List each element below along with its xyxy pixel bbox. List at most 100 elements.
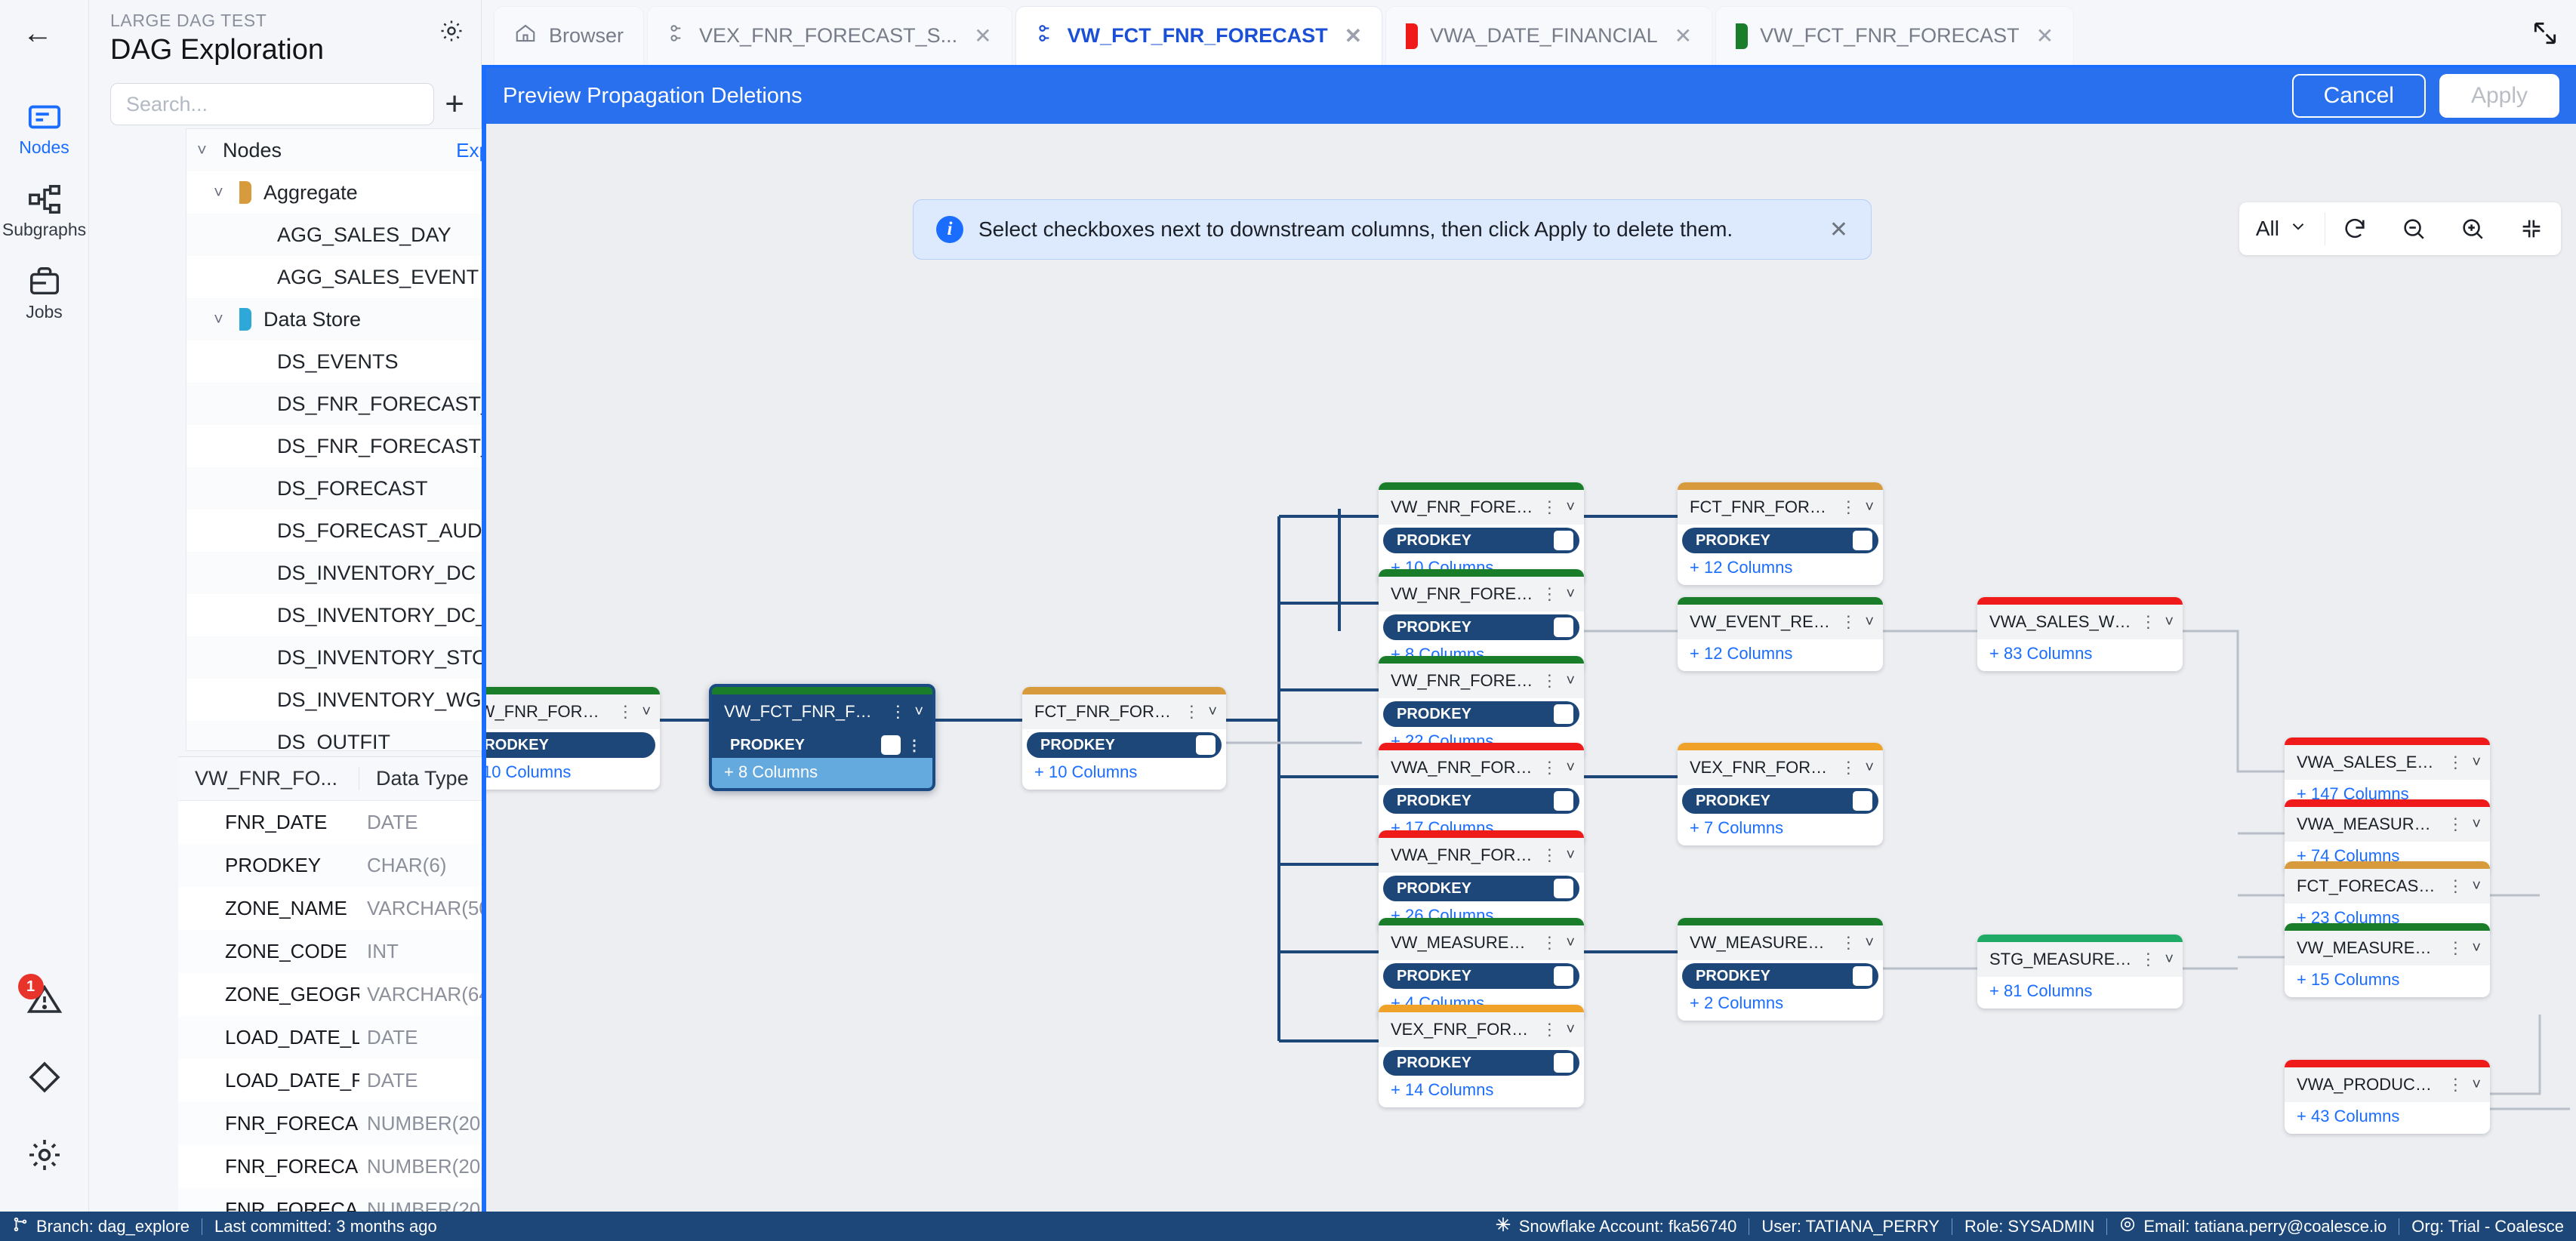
back-arrow-icon[interactable]: ← [23, 17, 53, 50]
node-more-columns[interactable]: + 10 Columns [486, 762, 572, 781]
column-checkbox[interactable] [1853, 531, 1872, 550]
tab-browser[interactable]: Browser [494, 6, 645, 65]
apply-button[interactable]: Apply [2439, 74, 2559, 118]
node-menu-icon[interactable]: ⋮ [1541, 497, 1559, 516]
close-icon[interactable]: ✕ [1674, 24, 1693, 48]
dag-node[interactable]: VW_MEASURES_BASE_...⋮˅PRODKEY+ 4 Columns [1379, 918, 1584, 1021]
node-header[interactable]: VW_FNR_FORECAST_S...⋮˅ [1379, 664, 1584, 698]
tab-vex-fnr-forecast-s[interactable]: VEX_FNR_FORECAST_S... ✕ [647, 6, 1012, 65]
column-menu-icon[interactable]: ⋮ [907, 737, 922, 754]
node-column-row[interactable]: PRODKEY [1682, 963, 1878, 989]
table-row[interactable]: LOAD_DATE_FIRSDATE [178, 1059, 571, 1102]
tree-group-aggregate[interactable]: ˅ Aggregate [186, 171, 562, 214]
node-menu-icon[interactable]: ⋮ [2447, 1075, 2465, 1094]
node-header[interactable]: VWA_FNR_FORECAST_...⋮˅ [1379, 750, 1584, 785]
table-row[interactable]: ZONE_GEOGRAPHVARCHAR(64) [178, 973, 571, 1016]
node-header[interactable]: STG_MEASURES_CURR...⋮˅ [1977, 942, 2183, 977]
zoom-out-button[interactable] [2384, 202, 2443, 255]
node-more-columns[interactable]: + 15 Columns [2297, 970, 2400, 989]
column-checkbox[interactable] [1196, 735, 1216, 755]
node-more-columns[interactable]: + 43 Columns [2297, 1107, 2400, 1126]
rail-item-nodes[interactable]: Nodes [0, 83, 89, 165]
close-icon[interactable]: ✕ [2035, 24, 2054, 48]
column-checkbox[interactable] [1853, 966, 1872, 986]
node-more-columns[interactable]: + 10 Columns [1034, 762, 1138, 781]
node-column-row[interactable]: PRODKEY [1383, 614, 1579, 640]
node-header[interactable]: VWA_MEASURES_CURR...⋮˅ [2285, 807, 2490, 842]
node-column-row[interactable]: PRODKEY [1383, 528, 1579, 553]
node-menu-icon[interactable]: ⋮ [1541, 584, 1559, 603]
chevron-down-icon[interactable]: ˅ [2472, 877, 2481, 895]
chevron-down-icon[interactable]: ˅ [1566, 934, 1575, 951]
dag-node[interactable]: VEX_FNR_FORECAST⋮˅ PRODKEY + 14 Columns [1379, 1005, 1584, 1107]
chevron-down-icon[interactable]: ˅ [1865, 613, 1874, 630]
node-header[interactable]: VEX_FNR_FORECAST⋮˅ [1379, 1012, 1584, 1047]
node-header[interactable]: VWA_SALES_EVENT⋮˅ [2285, 745, 2490, 780]
chevron-down-icon[interactable]: ˅ [2472, 1076, 2481, 1093]
cancel-button[interactable]: Cancel [2291, 74, 2426, 118]
rail-item-jobs[interactable]: Jobs [0, 248, 89, 330]
node-header[interactable]: VWA_PRODUCT_MATC...⋮˅ [2285, 1067, 2490, 1102]
node-column-row[interactable]: PRODKEY [1383, 1050, 1579, 1076]
dag-node[interactable]: VW_MEASURES_BASE_...⋮˅PRODKEY+ 2 Columns [1678, 918, 1883, 1021]
chevron-down-icon[interactable]: ˅ [2472, 753, 2481, 771]
chevron-down-icon[interactable]: ˅ [2472, 815, 2481, 833]
node-column-row[interactable]: PRODKEY [486, 732, 655, 758]
node-more-columns[interactable]: + 12 Columns [1690, 558, 1793, 577]
dag-node[interactable]: VW_FCT_FNR_FORECAST⋮˅PRODKEY⋮+ 8 Columns [709, 684, 935, 791]
chevron-down-icon[interactable]: ˅ [1566, 759, 1575, 776]
node-more-columns[interactable]: + 12 Columns [1690, 644, 1793, 663]
chevron-down-icon[interactable]: ˅ [1566, 672, 1575, 689]
node-column-row[interactable]: PRODKEY [1682, 788, 1878, 814]
tab-vwa-date-financial[interactable]: VWA_DATE_FINANCIAL ✕ [1385, 6, 1713, 65]
rail-item-subgraphs[interactable]: Subgraphs [0, 165, 89, 248]
node-header[interactable]: FCT_FNR_FORECAST_W...⋮˅ [1678, 490, 1883, 525]
expand-panel-icon[interactable] [2531, 19, 2559, 53]
dag-node[interactable]: STG_MEASURES_CURR...⋮˅+ 81 Columns [1977, 935, 2183, 1009]
node-column-row[interactable]: PRODKEY [1383, 876, 1579, 901]
chevron-down-icon[interactable]: ˅ [1865, 934, 1874, 951]
close-icon[interactable]: ✕ [1829, 217, 1848, 242]
add-node-button[interactable]: + [445, 85, 464, 122]
node-menu-icon[interactable]: ⋮ [617, 702, 635, 721]
chevron-down-icon[interactable]: ˅ [1566, 585, 1575, 602]
chevron-down-icon[interactable]: ˅ [1566, 498, 1575, 516]
close-icon[interactable]: ✕ [974, 24, 992, 48]
dag-node[interactable]: VWA_SALES_EVENT⋮˅+ 147 Columns [2285, 738, 2490, 811]
node-menu-icon[interactable]: ⋮ [1541, 671, 1559, 690]
chevron-down-icon[interactable]: ˅ [1865, 498, 1874, 516]
tree-item[interactable]: DS_EVENTS [186, 340, 562, 383]
dag-node[interactable]: VW_FNR_FORECAST⋮˅ PRODKEY + 10 Columns [486, 687, 660, 790]
node-more-columns[interactable]: + 83 Columns [1989, 644, 2093, 663]
gear-icon[interactable] [439, 18, 464, 49]
node-menu-icon[interactable]: ⋮ [1541, 933, 1559, 952]
fit-screen-button[interactable] [2502, 202, 2561, 255]
warning-button[interactable]: 1 [0, 963, 89, 1041]
column-checkbox[interactable] [1554, 617, 1573, 637]
column-checkbox[interactable] [1853, 791, 1872, 811]
node-menu-icon[interactable]: ⋮ [2447, 876, 2465, 895]
node-menu-icon[interactable]: ⋮ [2447, 753, 2465, 771]
node-menu-icon[interactable]: ⋮ [1541, 758, 1559, 777]
node-column-row[interactable]: PRODKEY [1383, 963, 1579, 989]
search-input[interactable] [110, 83, 435, 125]
settings-button[interactable] [0, 1119, 89, 1196]
node-more-columns[interactable]: + 14 Columns [1391, 1080, 1494, 1099]
chevron-down-icon[interactable]: ˅ [1865, 759, 1874, 776]
node-more-columns[interactable]: + 7 Columns [1690, 818, 1784, 837]
tree-item[interactable]: AGG_SALES_EVENT [186, 256, 562, 298]
dag-node[interactable]: VWA_SALES_WEEK⋮˅+ 83 Columns [1977, 597, 2183, 671]
node-column-row[interactable]: PRODKEY⋮ [716, 732, 928, 758]
node-header[interactable]: VW_MEASURES_BASE_...⋮˅ [1379, 925, 1584, 960]
dag-node[interactable]: FCT_FNR_FORECAST_W...⋮˅PRODKEY+ 12 Colum… [1678, 482, 1883, 585]
tree-item[interactable]: DS_INVENTORY_WGT [186, 679, 562, 721]
node-header[interactable]: VW_FNR_FORECAST⋮˅ [486, 694, 660, 729]
node-column-row[interactable]: PRODKEY [1383, 788, 1579, 814]
chevron-down-icon[interactable]: ˅ [2472, 939, 2481, 956]
node-header[interactable]: VW_FNR_FORECAST_R...⋮˅ [1379, 577, 1584, 611]
tree-item[interactable]: DS_FORECAST_AUDIT [186, 510, 562, 552]
node-more-columns[interactable]: + 2 Columns [1690, 993, 1784, 1012]
node-header[interactable]: VW_MEASURES_CURRE...⋮˅ [2285, 931, 2490, 965]
